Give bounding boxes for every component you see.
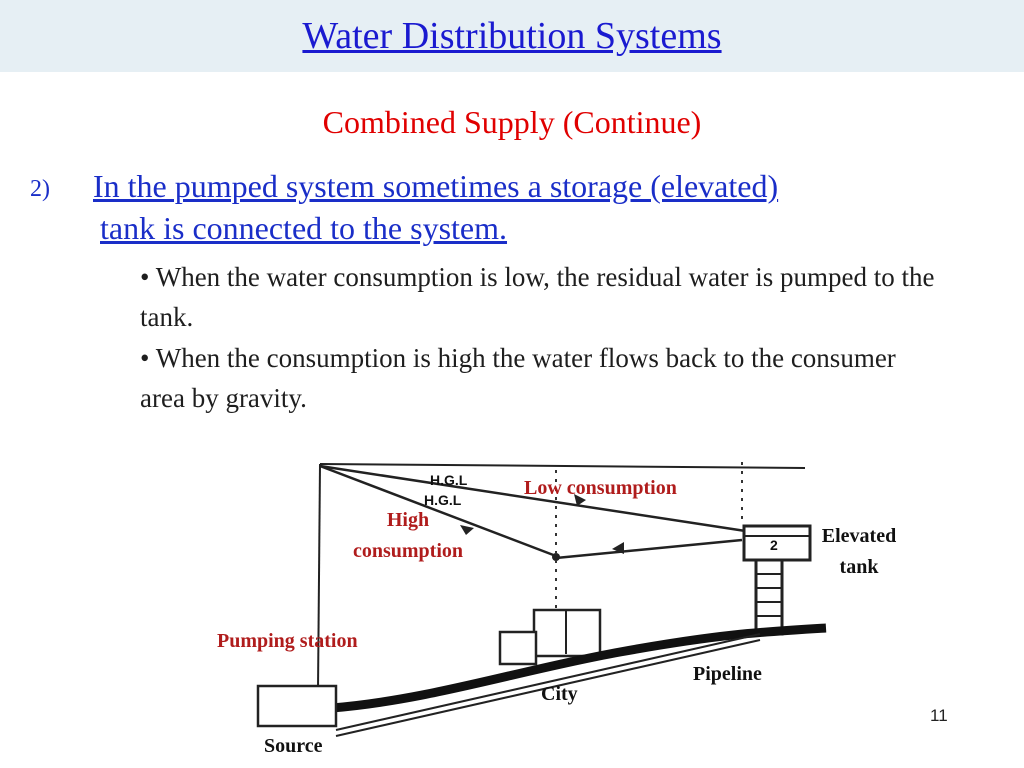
ground-line bbox=[331, 623, 827, 713]
pipeline-lower bbox=[335, 639, 761, 737]
elevated-tank-label-2: tank bbox=[840, 556, 880, 578]
static-head-line bbox=[319, 463, 806, 469]
low-consumption-label: Low consumption bbox=[524, 477, 677, 499]
page-number: 11 bbox=[930, 706, 948, 725]
pipeline-upper bbox=[335, 633, 761, 731]
slide-subtitle: Combined Supply (Continue) bbox=[322, 104, 702, 140]
high-consumption-label-2: consumption bbox=[353, 540, 463, 562]
diagram-background bbox=[256, 458, 826, 758]
bullet-low-consumption: • When the water consumption is low, the… bbox=[140, 262, 935, 332]
title-bar bbox=[0, 0, 1024, 72]
hgl-top-label: H.G.L bbox=[430, 472, 468, 488]
pipeline-label: Pipeline bbox=[693, 663, 762, 685]
bullet-high-consumption: • When the consumption is high the water… bbox=[140, 343, 896, 413]
city-building-left bbox=[498, 630, 538, 666]
hgl-high-arrow bbox=[460, 525, 474, 535]
hgl-high-point bbox=[552, 553, 560, 561]
hgl-low-arrow bbox=[574, 494, 586, 506]
point-line-2: tank is connected to the system. bbox=[100, 210, 508, 246]
point-number: 2) bbox=[30, 176, 50, 202]
return-flow-line bbox=[555, 538, 743, 560]
pump-riser-line bbox=[317, 463, 321, 691]
high-consumption-label-1: High bbox=[387, 509, 429, 531]
tank-tower bbox=[754, 558, 784, 636]
elevated-tank-label-1: Elevated bbox=[822, 525, 896, 547]
city-label: City bbox=[541, 683, 578, 705]
tank-mark: 2 bbox=[770, 537, 778, 553]
source-label: Source bbox=[264, 735, 323, 757]
point-line-1: In the pumped system sometimes a storage… bbox=[93, 168, 779, 204]
hgl-low-line bbox=[319, 464, 753, 534]
slide-title: Water Distribution Systems bbox=[302, 15, 722, 57]
pumping-station-label: Pumping station bbox=[217, 630, 358, 652]
hgl-bottom-label: H.G.L bbox=[424, 492, 462, 508]
return-flow-arrow bbox=[612, 542, 624, 554]
hgl-high-line bbox=[319, 464, 557, 558]
source-reservoir bbox=[256, 684, 338, 728]
